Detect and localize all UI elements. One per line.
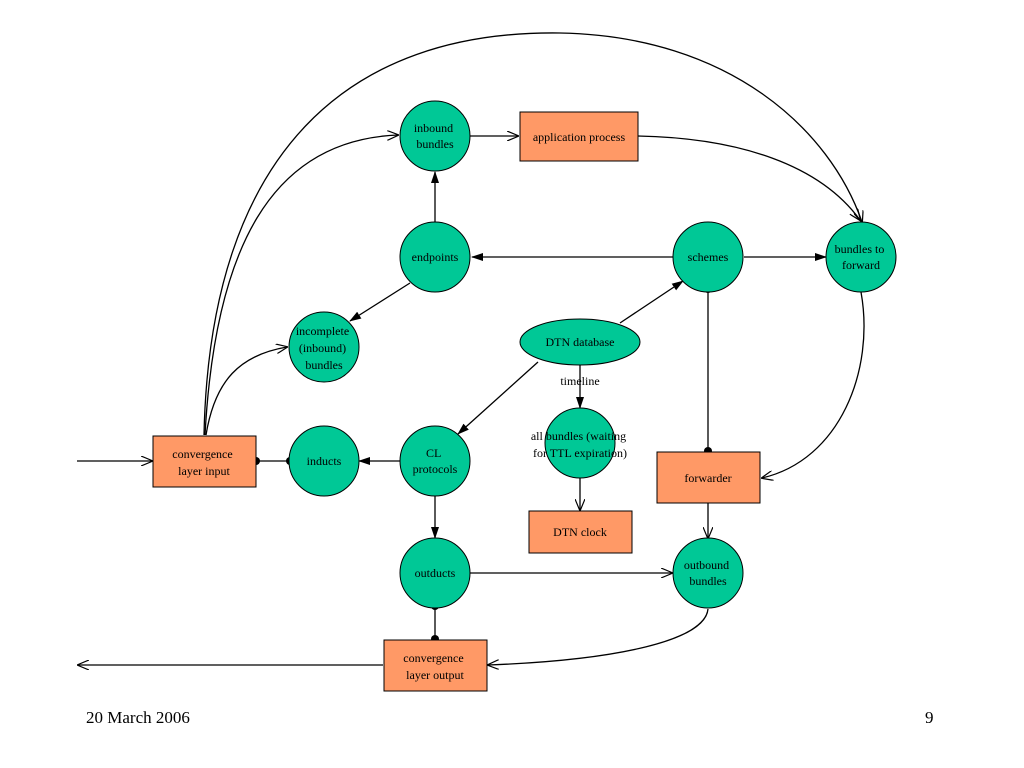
cl-protocols-line-1: CL — [426, 446, 441, 460]
bundles-to-forward-line-1: bundles to — [835, 242, 885, 256]
svg-text:convergence layer input: convergence layer input — [172, 447, 235, 478]
node-bundles-to-forward: bundles to forward — [825, 221, 897, 293]
outducts-label: outducts — [415, 566, 456, 580]
all-bundles-line-1: all bundles (waiting — [531, 429, 626, 443]
node-outbound-bundles: outbound bundles — [672, 537, 744, 609]
node-application-process: application process — [519, 111, 639, 162]
node-schemes: schemes — [672, 221, 744, 293]
inducts-label: inducts — [307, 454, 342, 468]
svg-text:convergence layer output: convergence layer output — [403, 651, 466, 682]
page-number: 9 — [925, 708, 934, 727]
edge-endpoints-to-incomplete — [349, 282, 411, 322]
edge-db-to-schemes — [619, 280, 684, 324]
svg-text:endpoints: endpoints — [412, 250, 459, 264]
outbound-bundles-line-1: outbound — [684, 558, 729, 572]
svg-text:forwarder: forwarder — [684, 471, 731, 485]
node-incomplete-bundles: incomplete (inbound) bundles — [288, 311, 360, 383]
node-all-bundles: all bundles (waiting for TTL expiration) — [531, 407, 629, 479]
edge-app-to-bundles-to-forward — [637, 135, 860, 220]
edge-cli-to-incomplete — [205, 347, 287, 436]
convergence-layer-output-line-2: layer output — [406, 668, 464, 682]
incomplete-bundles-line-3: bundles — [305, 358, 343, 372]
outbound-bundles-line-2: bundles — [689, 574, 727, 588]
convergence-layer-output-line-1: convergence — [403, 651, 463, 665]
forwarder-label: forwarder — [684, 471, 731, 485]
inbound-bundles-line-1: inbound — [414, 121, 453, 135]
node-convergence-layer-input: convergence layer input — [152, 435, 257, 488]
svg-text:all bundles (waiting for: all bundles (waiting for TTL expiration) — [531, 429, 629, 460]
svg-text:inbound bundles: inbound bundles — [414, 121, 456, 151]
edges — [77, 32, 865, 665]
edge-cli-to-bundles-to-forward — [203, 32, 862, 436]
edge-bundles-to-forward-to-forwarder — [762, 291, 865, 478]
node-inbound-bundles: inbound bundles — [399, 100, 471, 172]
node-convergence-layer-output: convergence layer output — [383, 639, 488, 692]
timeline-label: timeline — [560, 374, 599, 388]
svg-text:outducts: outducts — [415, 566, 456, 580]
dtn-database-label: DTN database — [546, 335, 615, 349]
cl-protocols-line-2: protocols — [413, 462, 458, 476]
incomplete-bundles-line-1: incomplete — [296, 324, 349, 338]
node-inducts: inducts — [288, 425, 360, 497]
convergence-layer-input-line-2: layer input — [178, 464, 230, 478]
node-cl-protocols: CL protocols — [399, 425, 471, 497]
inbound-bundles-line-2: bundles — [416, 137, 454, 151]
svg-text:bundles to forward: bundles to forward — [835, 242, 888, 272]
node-outducts: outducts — [399, 537, 471, 609]
schemes-label: schemes — [688, 250, 729, 264]
node-forwarder: forwarder — [656, 451, 761, 504]
edge-cli-to-inbound — [204, 135, 398, 436]
svg-text:application process: application process — [533, 130, 626, 144]
svg-text:DTN database: DTN database — [546, 335, 615, 349]
svg-text:CL protocols: CL protocols — [413, 446, 458, 476]
footer-date: 20 March 2006 — [86, 708, 190, 727]
all-bundles-line-2: for TTL expiration) — [533, 446, 627, 460]
edge-db-to-cl-protocols — [457, 361, 539, 435]
bundles-to-forward-line-2: forward — [842, 258, 880, 272]
svg-text:incomplete (inbound): incomplete (inbound) bundles — [296, 324, 352, 372]
svg-text:outbound bundles: outbound bundles — [684, 558, 732, 588]
node-dtn-clock: DTN clock — [528, 510, 633, 554]
node-endpoints: endpoints — [399, 221, 471, 293]
node-dtn-database: DTN database — [519, 318, 641, 366]
svg-text:schemes: schemes — [688, 250, 729, 264]
incomplete-bundles-line-2: (inbound) — [299, 341, 346, 355]
svg-text:inducts: inducts — [307, 454, 342, 468]
svg-text:DTN clock: DTN clock — [553, 525, 607, 539]
dtn-clock-label: DTN clock — [553, 525, 607, 539]
edge-outbound-to-clo — [488, 608, 709, 665]
application-process-label: application process — [533, 130, 626, 144]
convergence-layer-input-line-1: convergence — [172, 447, 232, 461]
endpoints-label: endpoints — [412, 250, 459, 264]
